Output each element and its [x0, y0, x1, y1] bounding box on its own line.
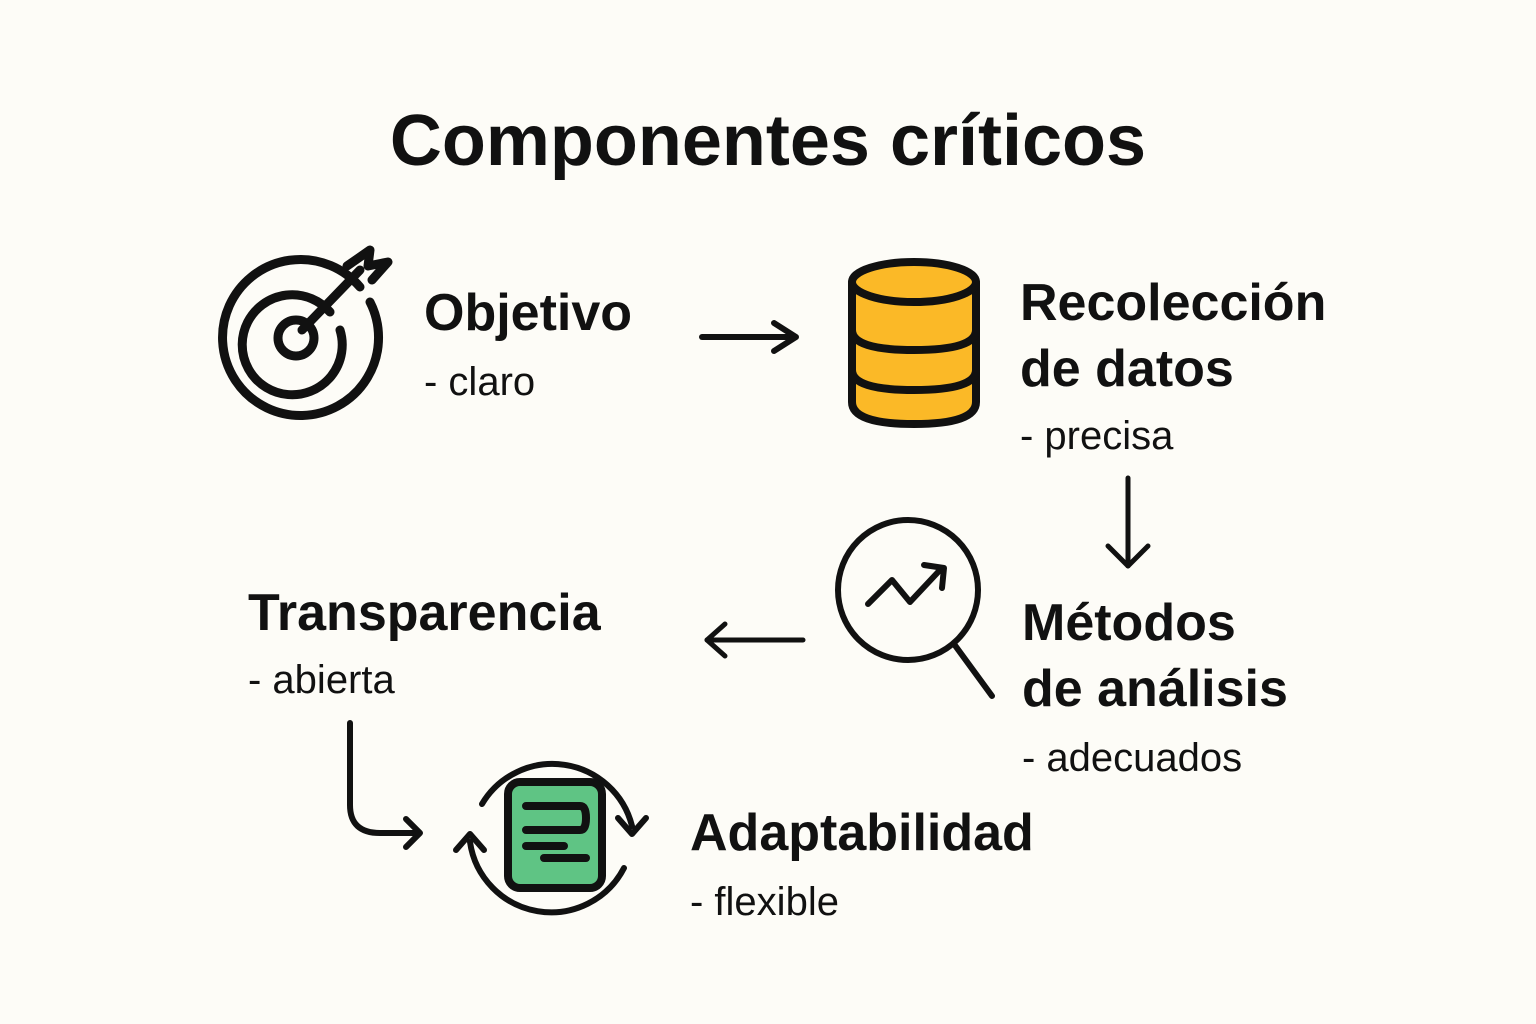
- refresh-document-icon: [453, 760, 649, 916]
- node-subtitle: - claro: [424, 360, 536, 404]
- node-title: Adaptabilidad: [690, 804, 1034, 862]
- target-icon: [218, 245, 393, 420]
- arrow-right-icon: [699, 320, 799, 354]
- node-title: Métodos: [1022, 594, 1236, 652]
- node-subtitle: - flexible: [690, 880, 839, 924]
- arrow-left-icon: [704, 621, 806, 659]
- arrow-elbow-icon: [347, 720, 423, 850]
- node-subtitle: - precisa: [1020, 414, 1174, 458]
- node-title: Recolección: [1020, 274, 1327, 332]
- node-title: Transparencia: [248, 584, 601, 642]
- node-title: Objetivo: [424, 284, 633, 342]
- magnifier-trend-icon: [835, 517, 995, 699]
- arrow-down-icon: [1105, 475, 1151, 569]
- page-title: Componentes críticos: [389, 101, 1147, 181]
- node-title: de análisis: [1022, 660, 1288, 718]
- database-icon: [848, 258, 980, 428]
- node-subtitle: - abierta: [248, 658, 395, 702]
- node-title: de datos: [1020, 340, 1234, 398]
- node-subtitle: - adecuados: [1022, 736, 1243, 780]
